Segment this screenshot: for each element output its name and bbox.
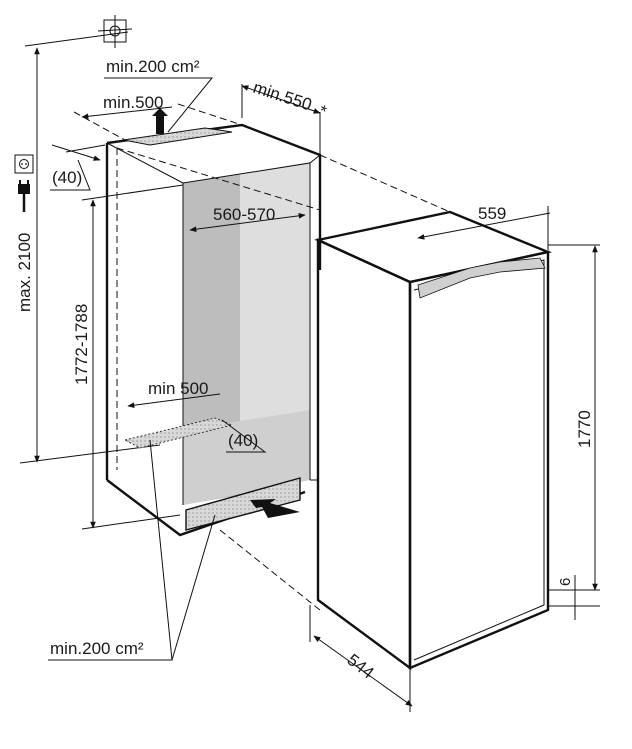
appliance-height-label: 1770 [575, 410, 594, 448]
appliance-width-label: 559 [478, 204, 506, 223]
bottom-vent-area-label: min.200 cm² [50, 639, 144, 658]
socket-icon [14, 154, 34, 174]
gap-label: 6 [557, 578, 574, 586]
bottom-offset-label: (40) [228, 431, 258, 450]
appliance [314, 210, 553, 671]
top-clearance-label: min.550 [251, 78, 314, 115]
niche-cabinet [105, 123, 322, 537]
bottom-vent-depth-label: min 500 [148, 379, 208, 398]
airflow-arrow-icon [152, 108, 300, 518]
top-offset-label: (40) [52, 168, 82, 187]
niche-height-label: 1772-1788 [72, 304, 91, 385]
niche-width-label: 560-570 [213, 205, 275, 224]
water-pipe-icon [97, 15, 133, 48]
top-vent-depth-label: min.500 [103, 93, 163, 112]
top-clearance-note: * [317, 101, 330, 121]
top-vent-area-label: min.200 cm² [106, 57, 200, 76]
door-handle [417, 257, 546, 299]
plug-icon [18, 180, 30, 212]
max-height-label: max. 2100 [15, 233, 34, 312]
max-height-dimension: max. 2100 [15, 47, 161, 464]
